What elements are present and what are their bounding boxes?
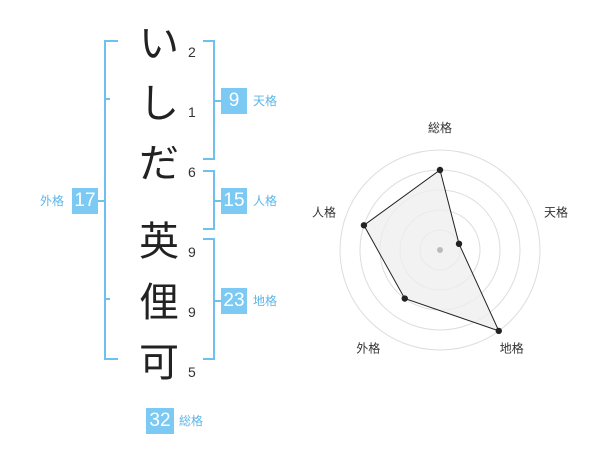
jinkaku-label: 人格 [253,194,278,208]
jinkaku-value-badge: 15 [221,188,247,214]
name-char-4: 英 [139,219,179,265]
name-char-5: 俚 [139,280,179,326]
tenkaku-value-badge: 9 [221,88,247,114]
chikaku-label: 地格 [253,294,278,308]
radar-point-5 [360,222,368,229]
stroke-count-4: 9 [188,244,196,260]
name-char-6: 可 [139,340,179,386]
radar-axis-label-2: 天格 [544,204,568,219]
radar-axis-label-1: 総格 [428,120,452,135]
gaikaku-value-badge: 17 [72,188,98,214]
name-char-2: し [139,81,179,127]
stroke-count-3: 6 [188,164,196,180]
radar-axis-label-3: 地格 [500,341,524,356]
radar-point-4 [401,295,408,302]
name-char-3: だ [139,141,179,187]
stroke-count-1: 2 [188,44,196,60]
tenkaku-label: 天格 [253,94,278,108]
chikaku-value-badge: 23 [221,288,247,314]
soukaku-label: 総格 [179,414,204,428]
radar-point-3 [495,327,502,335]
radar-point-2 [455,240,463,248]
soukaku-value-badge: 32 [146,408,174,434]
gaikaku-label: 外格 [40,194,65,208]
radar-axis-label-4: 外格 [356,341,380,356]
stroke-count-6: 5 [188,364,196,380]
radar-center-dot [437,247,443,253]
radar-axis-label-5: 人格 [312,204,336,219]
name-char-1: い [139,21,179,67]
stroke-count-5: 9 [188,304,196,320]
radar-point-1 [436,166,444,174]
radar-series-polygon [363,169,500,332]
stroke-count-2: 1 [188,104,196,120]
radar-grid-ring [339,149,541,351]
